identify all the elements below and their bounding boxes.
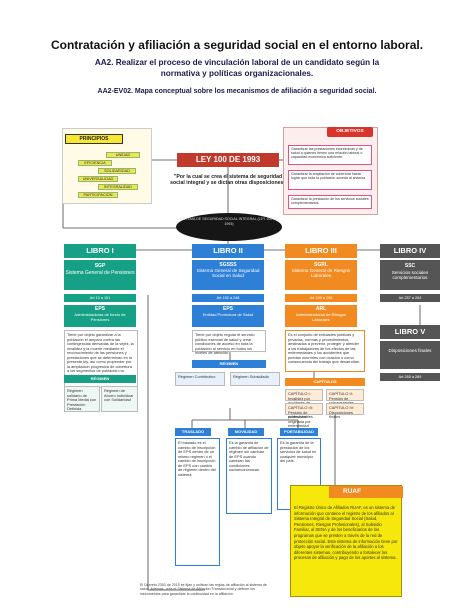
libro-iv-system: Servicios sociales complementarios [391, 270, 429, 281]
libro-iii-acronym: SGRL [314, 262, 328, 268]
libro-iii-law: Art 249 a 256 [285, 294, 357, 302]
capitulo-item: CAPÍTULO IV: Disposiciones finales [326, 403, 364, 419]
regimen-item: Régimen de Ahorro Individual con Solidar… [101, 386, 138, 412]
libro-iii-system-box [285, 260, 357, 290]
libro-v-system-box [380, 341, 440, 369]
libro-ii-entity-box [192, 305, 264, 327]
libro-iii-entity-desc: Administradoras de Riesgos Laborales [295, 312, 347, 322]
principio-item: SOLIDARIDAD [98, 168, 136, 174]
movilidad-header: MOVILIDAD [228, 428, 264, 436]
libro-ii-system: Sistema General de Seguridad Social en S… [196, 268, 260, 279]
ruaf-panel [290, 485, 402, 597]
libro-i-regimen-header: RÉGIMEN [64, 375, 136, 383]
traslado-description: El traslado es el cambio de inscripción … [175, 438, 220, 566]
libro-v-header: LIBRO V [380, 325, 440, 339]
principios-label: PRINCIPIOS [65, 134, 123, 144]
principio-item: PARTICIPACION [78, 192, 118, 198]
capitulo-item: CAPÍTULO I: Invalidez por accidente de t… [285, 389, 323, 418]
evidence-line: AA2-EV02. Mapa conceptual sobre los meca… [97, 88, 377, 95]
libro-ii-system-box [192, 260, 264, 290]
ley-100-description: "Por la cual se crea el sistema de segur… [170, 174, 286, 187]
libro-iii-entity-box [285, 305, 357, 327]
capitulo-item: CAPÍTULO II: Pensión de sobrevivientes o… [326, 389, 364, 414]
objetivo-item: Garantizar las prestaciones económicas y… [288, 145, 372, 165]
libro-ii-entity-desc: Entidad Promotora de Salud [202, 312, 254, 317]
libro-iv-law: Art 257 a 264 [380, 294, 440, 302]
principio-item: UNIVERSALIDAD [78, 176, 118, 182]
libro-i-entity-desc: Administradoras de fondo de Pensiones [74, 312, 126, 322]
libro-ii-regimen-header: RÉGIMEN [192, 360, 266, 368]
activity-line-1: AA2. Realizar el proceso de vinculación … [94, 58, 380, 67]
libro-iii-header: LIBRO III [285, 244, 357, 258]
libro-i-entity: EPS [94, 306, 105, 312]
libro-iv-system-box [380, 260, 440, 290]
libro-i-system: Sistema General de Pensiones [65, 270, 135, 276]
traslado-header: TRASLADO [175, 428, 211, 436]
regimen-item: Régimen Contributivo [175, 372, 225, 386]
capitulo-item: CAPÍTULO III: Pensión de sobrevivientes … [285, 403, 323, 428]
libro-iii-entity: ARL [315, 306, 327, 312]
portabilidad-header: PORTABILIDAD [280, 428, 318, 436]
sistema-oval: SISTEMA DE SEGURIDAD SOCIAL INTEGRAL (LE… [176, 213, 282, 241]
decree-footnote: El Decreto 2353 de 2015 se fijan y unifi… [140, 583, 267, 596]
regimen-item: Régimen solidario de Prima Media con Pre… [64, 386, 100, 412]
page-title: Contratación y afiliación a seguridad so… [50, 38, 424, 52]
objetivos-label: OBJETIVOS [327, 127, 373, 137]
libro-ii-header: LIBRO II [192, 244, 264, 258]
libro-v-system: Disposiciones finales [388, 348, 432, 353]
libro-i-header: LIBRO I [64, 244, 136, 258]
principio-item: INTEGRALIDAD [98, 184, 138, 190]
libro-iv-acronym: SSC [404, 263, 416, 269]
libro-v-law: Art 265 a 289 [380, 373, 440, 381]
libro-ii-description: Tiene por objeto regular el servicio púb… [192, 330, 266, 355]
objetivo-item: Garantizar la ampliación de cobertura ha… [288, 170, 372, 190]
libro-ii-acronym: SGSSS [219, 262, 237, 268]
libro-iii-description: Es el conjunto de entidades públicas y p… [285, 330, 365, 372]
libro-i-entity-box [64, 305, 136, 327]
libro-iii-system: Sistema General de Riesgos Laborales [291, 268, 351, 279]
movilidad-description: Es la garantía de cambio de afiliación d… [226, 438, 272, 514]
libro-iii-capitulos-header: CAPÍTULOS [285, 378, 365, 386]
libro-i-system-box [64, 260, 136, 290]
libro-ii-law: Art 152 a 248 [192, 294, 264, 302]
objetivo-item: Garantizar la prestación de los servicio… [288, 195, 372, 209]
ley-100-title: LEY 100 DE 1993 [177, 153, 279, 167]
principio-item: EFICIENCIA [78, 160, 112, 166]
libro-i-law: Art 10 a 151 [64, 294, 136, 302]
activity-line-2: normativa y políticas organizacionales. [160, 69, 314, 78]
libro-i-acronym: SGP [94, 263, 106, 269]
regimen-item: Régimen Subsidiado [230, 372, 280, 386]
ruaf-label: RUAF [329, 486, 403, 498]
libro-iv-header: LIBRO IV [380, 244, 440, 258]
ruaf-description: El Registro Único de Afiliados RUAF, es … [294, 505, 398, 561]
principio-item: UNIDAD [106, 152, 140, 158]
libro-ii-entity: EPS [222, 306, 233, 312]
